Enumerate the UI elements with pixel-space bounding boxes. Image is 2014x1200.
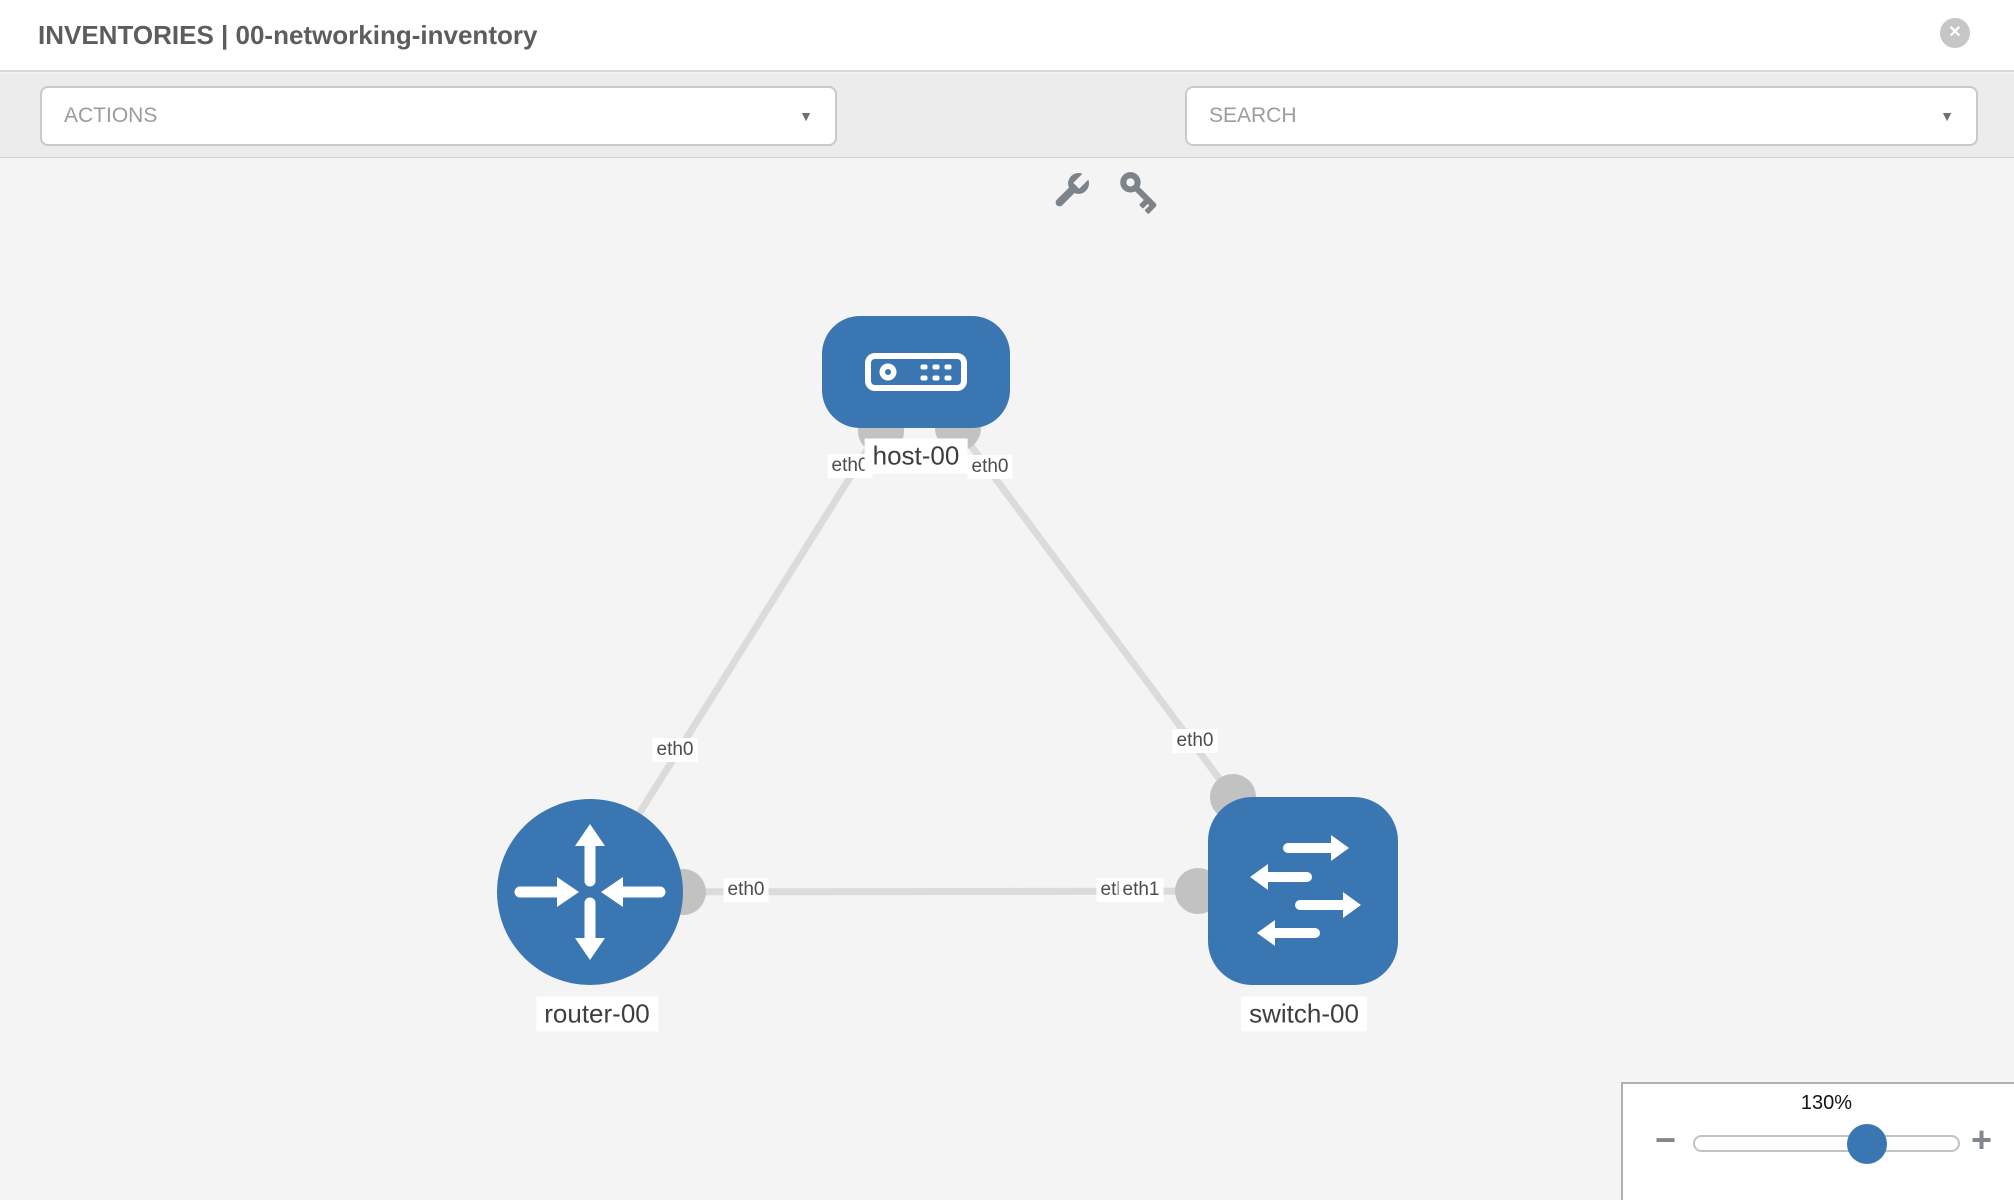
zoom-slider-track[interactable] bbox=[1693, 1124, 1960, 1164]
host-icon bbox=[865, 353, 967, 391]
caret-down-icon: ▼ bbox=[1940, 108, 1954, 124]
host-icon bbox=[865, 353, 967, 391]
zoom-in-button[interactable]: + bbox=[1971, 1119, 1993, 1160]
switch-icon bbox=[1250, 835, 1361, 946]
actions-dropdown-label: ACTIONS bbox=[64, 104, 158, 127]
wrench-icon[interactable] bbox=[1048, 170, 1092, 214]
key-icon[interactable] bbox=[1117, 170, 1161, 214]
window-header: INVENTORIES | 00-networking-inventory ✕ bbox=[0, 0, 2014, 72]
router-icon bbox=[514, 824, 666, 960]
close-button[interactable]: ✕ bbox=[1940, 18, 1970, 48]
page-title: INVENTORIES | 00-networking-inventory bbox=[38, 20, 538, 50]
search-dropdown[interactable]: SEARCH ▼ bbox=[1185, 86, 1978, 146]
search-dropdown-label: SEARCH bbox=[1209, 104, 1297, 127]
zoom-out-button[interactable]: − bbox=[1655, 1119, 1677, 1160]
zoom-slider-thumb[interactable] bbox=[1847, 1124, 1887, 1164]
caret-down-icon: ▼ bbox=[799, 108, 813, 124]
node-router-00[interactable] bbox=[497, 799, 683, 985]
close-icon: ✕ bbox=[1948, 24, 1962, 41]
actions-dropdown[interactable]: ACTIONS ▼ bbox=[40, 86, 837, 146]
toolbar: ACTIONS ▼ SEARCH ▼ bbox=[0, 74, 2014, 214]
node-switch-00[interactable] bbox=[1208, 797, 1398, 985]
zoom-percent: 130% bbox=[1800, 1092, 1853, 1114]
zoom-control-panel: 130% − + bbox=[1621, 1082, 2014, 1200]
node-host-00[interactable] bbox=[822, 316, 1010, 428]
